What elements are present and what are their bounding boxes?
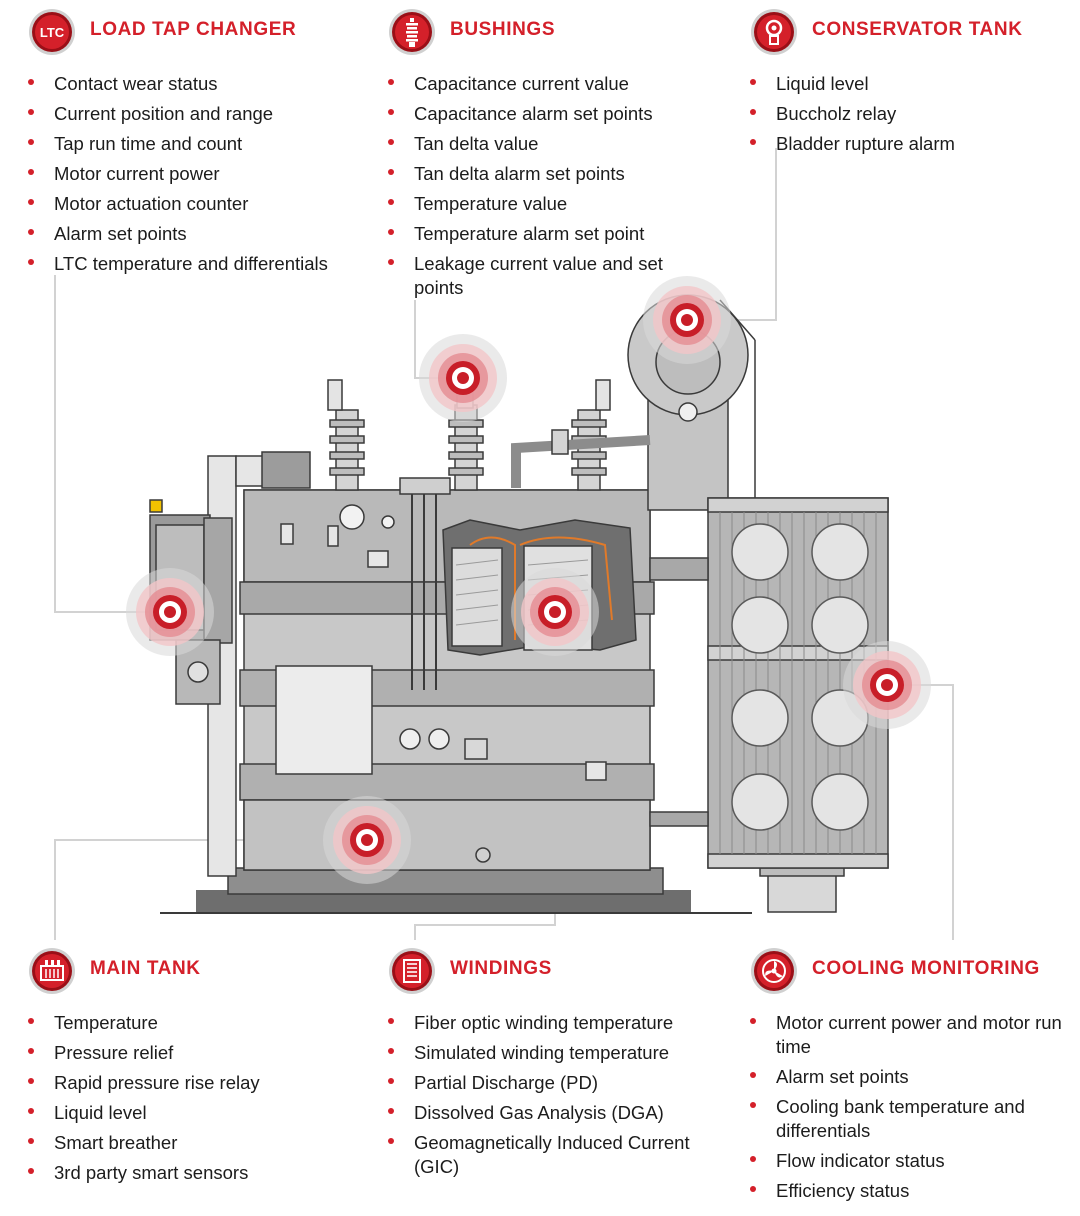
cooling-header: COOLING MONITORING — [750, 947, 1070, 997]
list-item: Capacitance current value — [388, 72, 698, 96]
list-item: 3rd party smart sensors — [28, 1161, 260, 1185]
cooling-hotspot[interactable] — [843, 641, 931, 729]
list-item: Liquid level — [28, 1101, 260, 1125]
ltc-badge-icon: LTC — [29, 9, 75, 55]
list-item: Alarm set points — [28, 222, 328, 246]
list-item: Simulated winding temperature — [388, 1041, 718, 1065]
conservator-gauge-icon — [751, 9, 797, 55]
ltc-section: LTC LOAD TAP CHANGER Contact wear status… — [28, 8, 358, 274]
main-tank-hotspot[interactable] — [323, 796, 411, 884]
list-item: Capacitance alarm set points — [388, 102, 698, 126]
bushings-hotspot[interactable] — [419, 334, 507, 422]
list-item: Temperature — [28, 1011, 260, 1035]
list-item: Leakage current value and set points — [388, 252, 698, 300]
list-item: Alarm set points — [750, 1065, 1070, 1089]
list-item: Liquid level — [750, 72, 955, 96]
ltc-hotspot[interactable] — [126, 568, 214, 656]
cooling-fan-icon — [751, 948, 797, 994]
list-item: Partial Discharge (PD) — [388, 1071, 718, 1095]
ltc-header: LTC LOAD TAP CHANGER — [28, 8, 358, 58]
bushing-icon — [389, 9, 435, 55]
list-item: Efficiency status — [750, 1179, 1070, 1203]
list-item: LTC temperature and differentials — [28, 252, 328, 276]
main-tank-title: MAIN TANK — [90, 958, 201, 979]
list-item: Temperature alarm set point — [388, 222, 698, 246]
cooling-section: COOLING MONITORING Motor current power a… — [750, 947, 1070, 1201]
list-item: Tan delta alarm set points — [388, 162, 698, 186]
list-item: Geomagnetically Induced Current (GIC) — [388, 1131, 718, 1179]
bushings-header: BUSHINGS — [388, 8, 698, 58]
list-item: Flow indicator status — [750, 1149, 1070, 1173]
ltc-title: LOAD TAP CHANGER — [90, 19, 297, 40]
main-tank-icon — [29, 948, 75, 994]
bushings-title: BUSHINGS — [450, 19, 556, 40]
conservator-hotspot[interactable] — [643, 276, 731, 364]
list-item: Cooling bank temperature and differentia… — [750, 1095, 1070, 1143]
transformer-base — [160, 865, 845, 914]
windings-section: WINDINGS Fiber optic winding temperature… — [388, 947, 718, 1177]
cooling-title: COOLING MONITORING — [812, 958, 1040, 979]
list-item: Buccholz relay — [750, 102, 955, 126]
list-item: Current position and range — [28, 102, 328, 126]
list-item: Tan delta value — [388, 132, 698, 156]
list-item: Bladder rupture alarm — [750, 132, 955, 156]
conservator-title: CONSERVATOR TANK — [812, 19, 1023, 40]
list-item: Contact wear status — [28, 72, 328, 96]
list-item: Rapid pressure rise relay — [28, 1071, 260, 1095]
list-item: Motor actuation counter — [28, 192, 328, 216]
winding-coil-icon — [389, 948, 435, 994]
list-item: Motor current power and motor run time — [750, 1011, 1070, 1059]
windings-header: WINDINGS — [388, 947, 718, 997]
windings-hotspot[interactable] — [511, 568, 599, 656]
list-item: Dissolved Gas Analysis (DGA) — [388, 1101, 718, 1125]
windings-title: WINDINGS — [450, 958, 552, 979]
list-item: Smart breather — [28, 1131, 260, 1155]
ltc-badge-text: LTC — [40, 25, 65, 40]
list-item: Motor current power — [28, 162, 328, 186]
list-item: Temperature value — [388, 192, 698, 216]
list-item: Tap run time and count — [28, 132, 328, 156]
main-tank-header: MAIN TANK — [28, 947, 358, 997]
conservator-header: CONSERVATOR TANK — [750, 8, 1070, 58]
list-item: Pressure relief — [28, 1041, 260, 1065]
list-item: Fiber optic winding temperature — [388, 1011, 718, 1035]
